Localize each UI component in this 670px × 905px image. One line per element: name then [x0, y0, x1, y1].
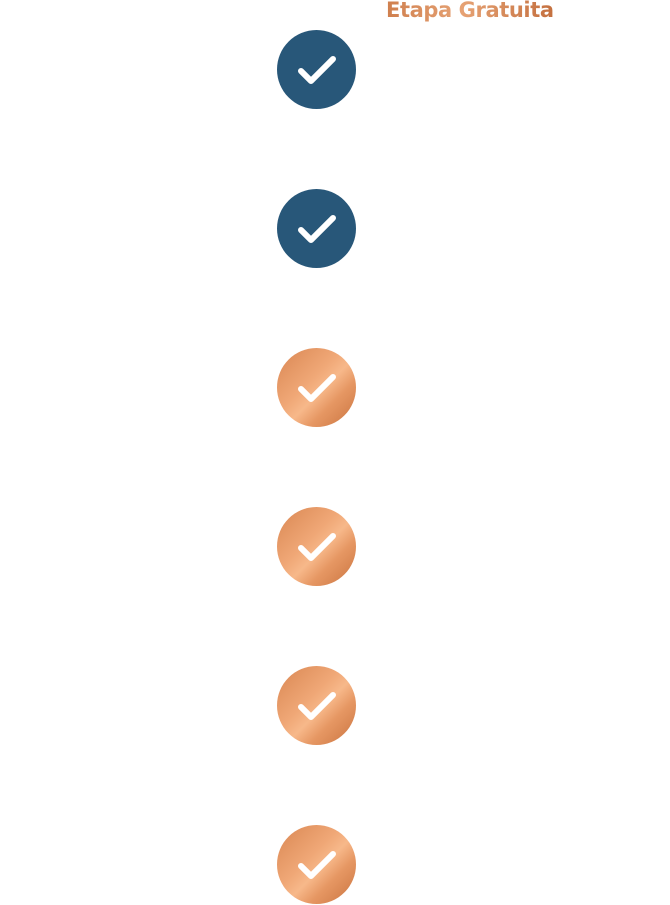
checklist-item	[277, 189, 356, 268]
checklist-item	[277, 30, 356, 109]
check-badge-premium	[277, 507, 356, 586]
checklist-item	[277, 507, 356, 586]
check-badge-premium	[277, 348, 356, 427]
check-badge-premium	[277, 825, 356, 904]
check-icon	[297, 55, 336, 84]
check-icon	[297, 214, 336, 243]
check-icon	[297, 532, 336, 561]
check-icon	[297, 850, 336, 879]
check-badge-completed	[277, 189, 356, 268]
checklist	[277, 30, 357, 904]
checklist-item	[277, 666, 356, 745]
check-badge-premium	[277, 666, 356, 745]
checklist-item	[277, 825, 356, 904]
check-icon	[297, 373, 336, 402]
check-icon	[297, 691, 336, 720]
stage-label: Etapa Gratuita	[386, 0, 554, 22]
check-badge-completed	[277, 30, 356, 109]
checklist-item	[277, 348, 356, 427]
